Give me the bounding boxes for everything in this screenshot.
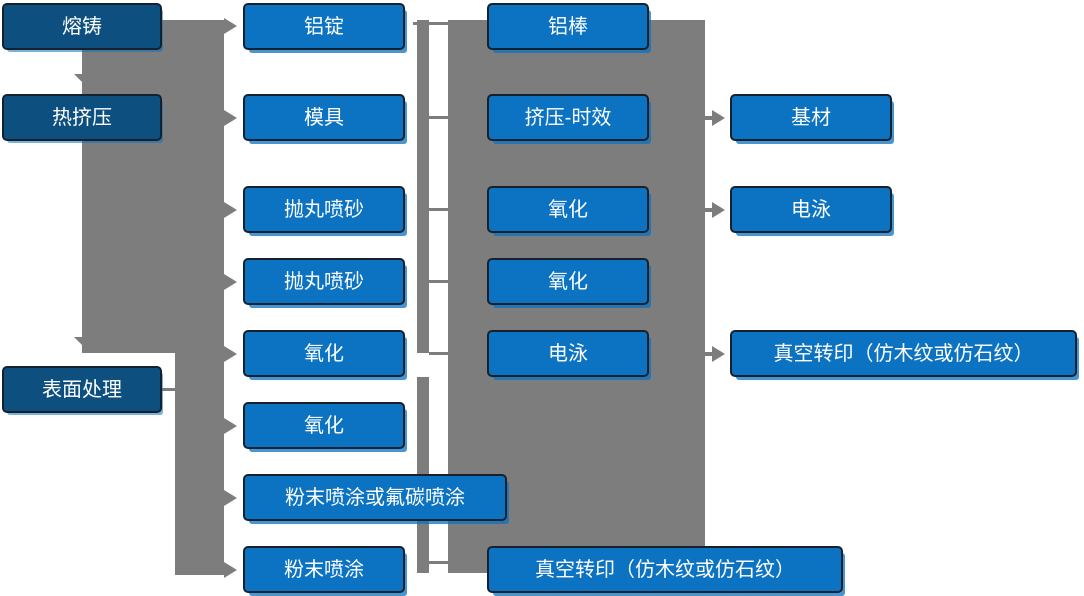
node-surface-treatment: 表面处理 xyxy=(2,366,162,413)
right-arrowhead-substrate xyxy=(712,110,725,126)
right-arrowhead-aluminum-ingot xyxy=(224,18,237,34)
node-shot-blasting-2: 抛丸喷砂 xyxy=(243,258,405,305)
connector-block-left xyxy=(82,20,224,353)
connector-stub-row1 xyxy=(413,22,448,25)
node-mold: 模具 xyxy=(243,94,405,141)
right-arrowhead-electrophoresis xyxy=(712,202,725,218)
right-arrowhead-mold xyxy=(224,110,237,126)
connector-stub-row4 xyxy=(429,280,448,283)
connector-bar-surface-treatment xyxy=(175,353,224,575)
node-substrate: 基材 xyxy=(730,94,892,141)
connector-stub-row2 xyxy=(429,116,448,119)
node-oxidation-3: 氧化 xyxy=(487,186,649,233)
connector-stub-surface-treatment xyxy=(162,388,176,391)
right-arrowhead-shot-blasting-2 xyxy=(224,274,237,290)
right-arrowhead-powder-fluorocarbon xyxy=(224,490,237,506)
node-melting-casting: 熔铸 xyxy=(2,3,162,50)
node-extrusion-aging: 挤压-时效 xyxy=(487,94,649,141)
connector-stub-row5 xyxy=(429,352,448,355)
node-oxidation-2: 氧化 xyxy=(243,402,405,449)
right-arrowhead-shot-blasting-1 xyxy=(224,202,237,218)
arrow-shaft-electrophoresis xyxy=(703,208,713,212)
connector-stub-row8 xyxy=(429,561,448,564)
node-powder-coating: 粉末喷涂 xyxy=(243,546,405,593)
node-vacuum-transfer-2: 真空转印（仿木纹或仿石纹） xyxy=(730,330,1077,377)
node-aluminum-ingot: 铝锭 xyxy=(243,3,405,50)
node-electrophoresis-2: 电泳 xyxy=(730,186,892,233)
down-arrowhead-to-surface-treatment xyxy=(74,337,104,352)
right-arrowhead-oxidation-1 xyxy=(224,346,237,362)
node-oxidation-4: 氧化 xyxy=(487,258,649,305)
connector-bar-middle-top xyxy=(417,20,429,353)
right-arrowhead-vacuum-transfer xyxy=(712,346,725,362)
node-shot-blasting-1: 抛丸喷砂 xyxy=(243,186,405,233)
node-vacuum-transfer-1: 真空转印（仿木纹或仿石纹） xyxy=(487,546,843,593)
arrow-shaft-substrate xyxy=(703,116,713,120)
right-arrowhead-powder-coating xyxy=(224,562,237,578)
right-arrowhead-oxidation-2 xyxy=(224,418,237,434)
node-oxidation-1: 氧化 xyxy=(243,330,405,377)
connector-stub-row3 xyxy=(429,208,448,211)
node-hot-extrusion: 热挤压 xyxy=(2,94,162,141)
node-powder-or-fluorocarbon-coating: 粉末喷涂或氟碳喷涂 xyxy=(243,474,507,521)
node-aluminum-rod: 铝棒 xyxy=(487,3,649,50)
down-arrowhead-to-hot-extrusion xyxy=(74,74,104,89)
node-electrophoresis-1: 电泳 xyxy=(487,330,649,377)
arrow-shaft-vacuum-transfer xyxy=(703,352,713,356)
